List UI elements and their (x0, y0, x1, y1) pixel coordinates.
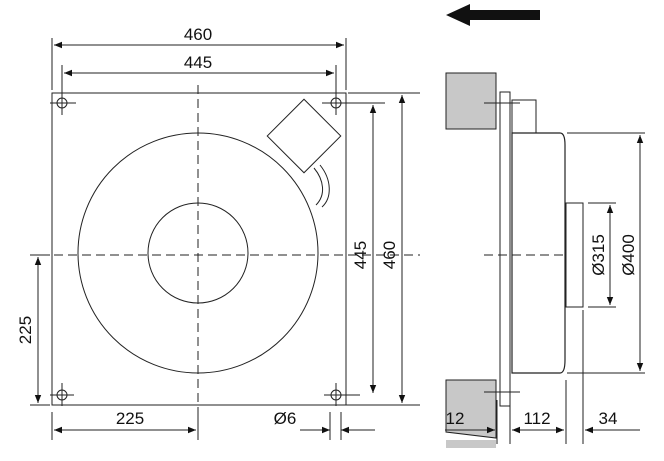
dim-height-outer: 460 (380, 241, 399, 269)
side-plate (499, 91, 511, 407)
dim-spigot-diameter: Ø315 (589, 234, 608, 276)
wall-top (445, 72, 497, 130)
wall-bottom-edge (446, 440, 496, 448)
motor-body (511, 132, 566, 374)
spigot (565, 202, 584, 308)
dim-width-outer: 460 (184, 25, 212, 44)
dim-height-holes: 445 (351, 241, 370, 269)
dim-spigot-depth: 34 (599, 409, 618, 428)
dim-hole-diameter: Ø6 (274, 409, 297, 428)
airflow-arrow-left-icon (446, 4, 540, 26)
cable (313, 164, 330, 208)
mounting-plate (51, 92, 347, 406)
dim-body-depth: 112 (523, 409, 550, 428)
mounting-holes (50, 92, 378, 406)
terminal-box (266, 98, 342, 174)
dim-body-diameter: Ø400 (619, 234, 638, 276)
dim-center-height: 225 (16, 316, 35, 344)
dim-wall-depth: 12 (446, 409, 465, 428)
side-terminal-box (511, 99, 537, 134)
dim-width-holes: 445 (184, 53, 212, 72)
dim-center-width: 225 (116, 409, 144, 428)
front-view: 460 445 445 460 225 225 Ø6 (16, 25, 420, 440)
side-view: Ø315 Ø400 12 112 34 (445, 72, 645, 448)
wall-bottom (445, 379, 497, 439)
